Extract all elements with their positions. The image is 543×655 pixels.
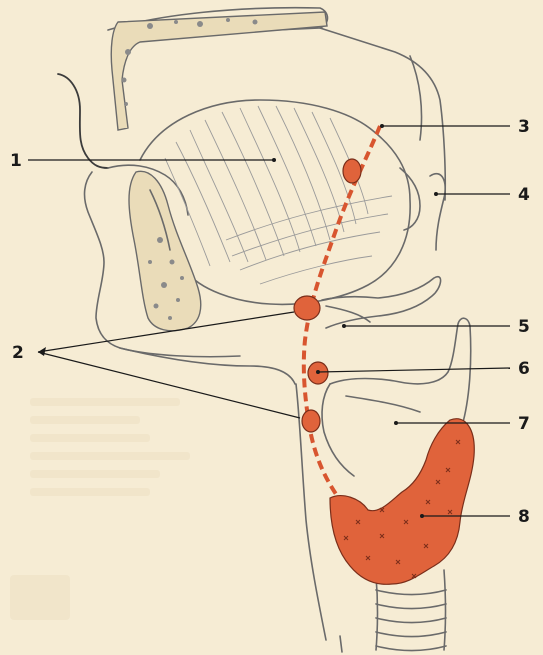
tongue-muscle-fibers bbox=[165, 106, 392, 284]
label-8: 8 bbox=[518, 507, 530, 527]
label-1: 1 bbox=[10, 151, 22, 171]
label-4: 4 bbox=[518, 185, 530, 205]
face-profile bbox=[58, 74, 295, 384]
label-7: 7 bbox=[518, 414, 530, 434]
faded-background-text bbox=[10, 398, 190, 620]
leader-2b bbox=[38, 352, 300, 418]
label-5: 5 bbox=[518, 317, 530, 337]
trachea-rings bbox=[376, 590, 446, 651]
thyroid-nodules bbox=[294, 159, 361, 432]
label-6: 6 bbox=[518, 359, 530, 379]
label-2: 2 bbox=[12, 343, 24, 363]
label-3: 3 bbox=[518, 117, 530, 137]
nodule-lower bbox=[302, 410, 320, 432]
leader-6 bbox=[318, 368, 510, 372]
thyroid-gland bbox=[330, 419, 474, 585]
nodule-upper bbox=[294, 296, 320, 320]
nodule-lingual bbox=[343, 159, 361, 183]
mandible bbox=[129, 171, 201, 330]
